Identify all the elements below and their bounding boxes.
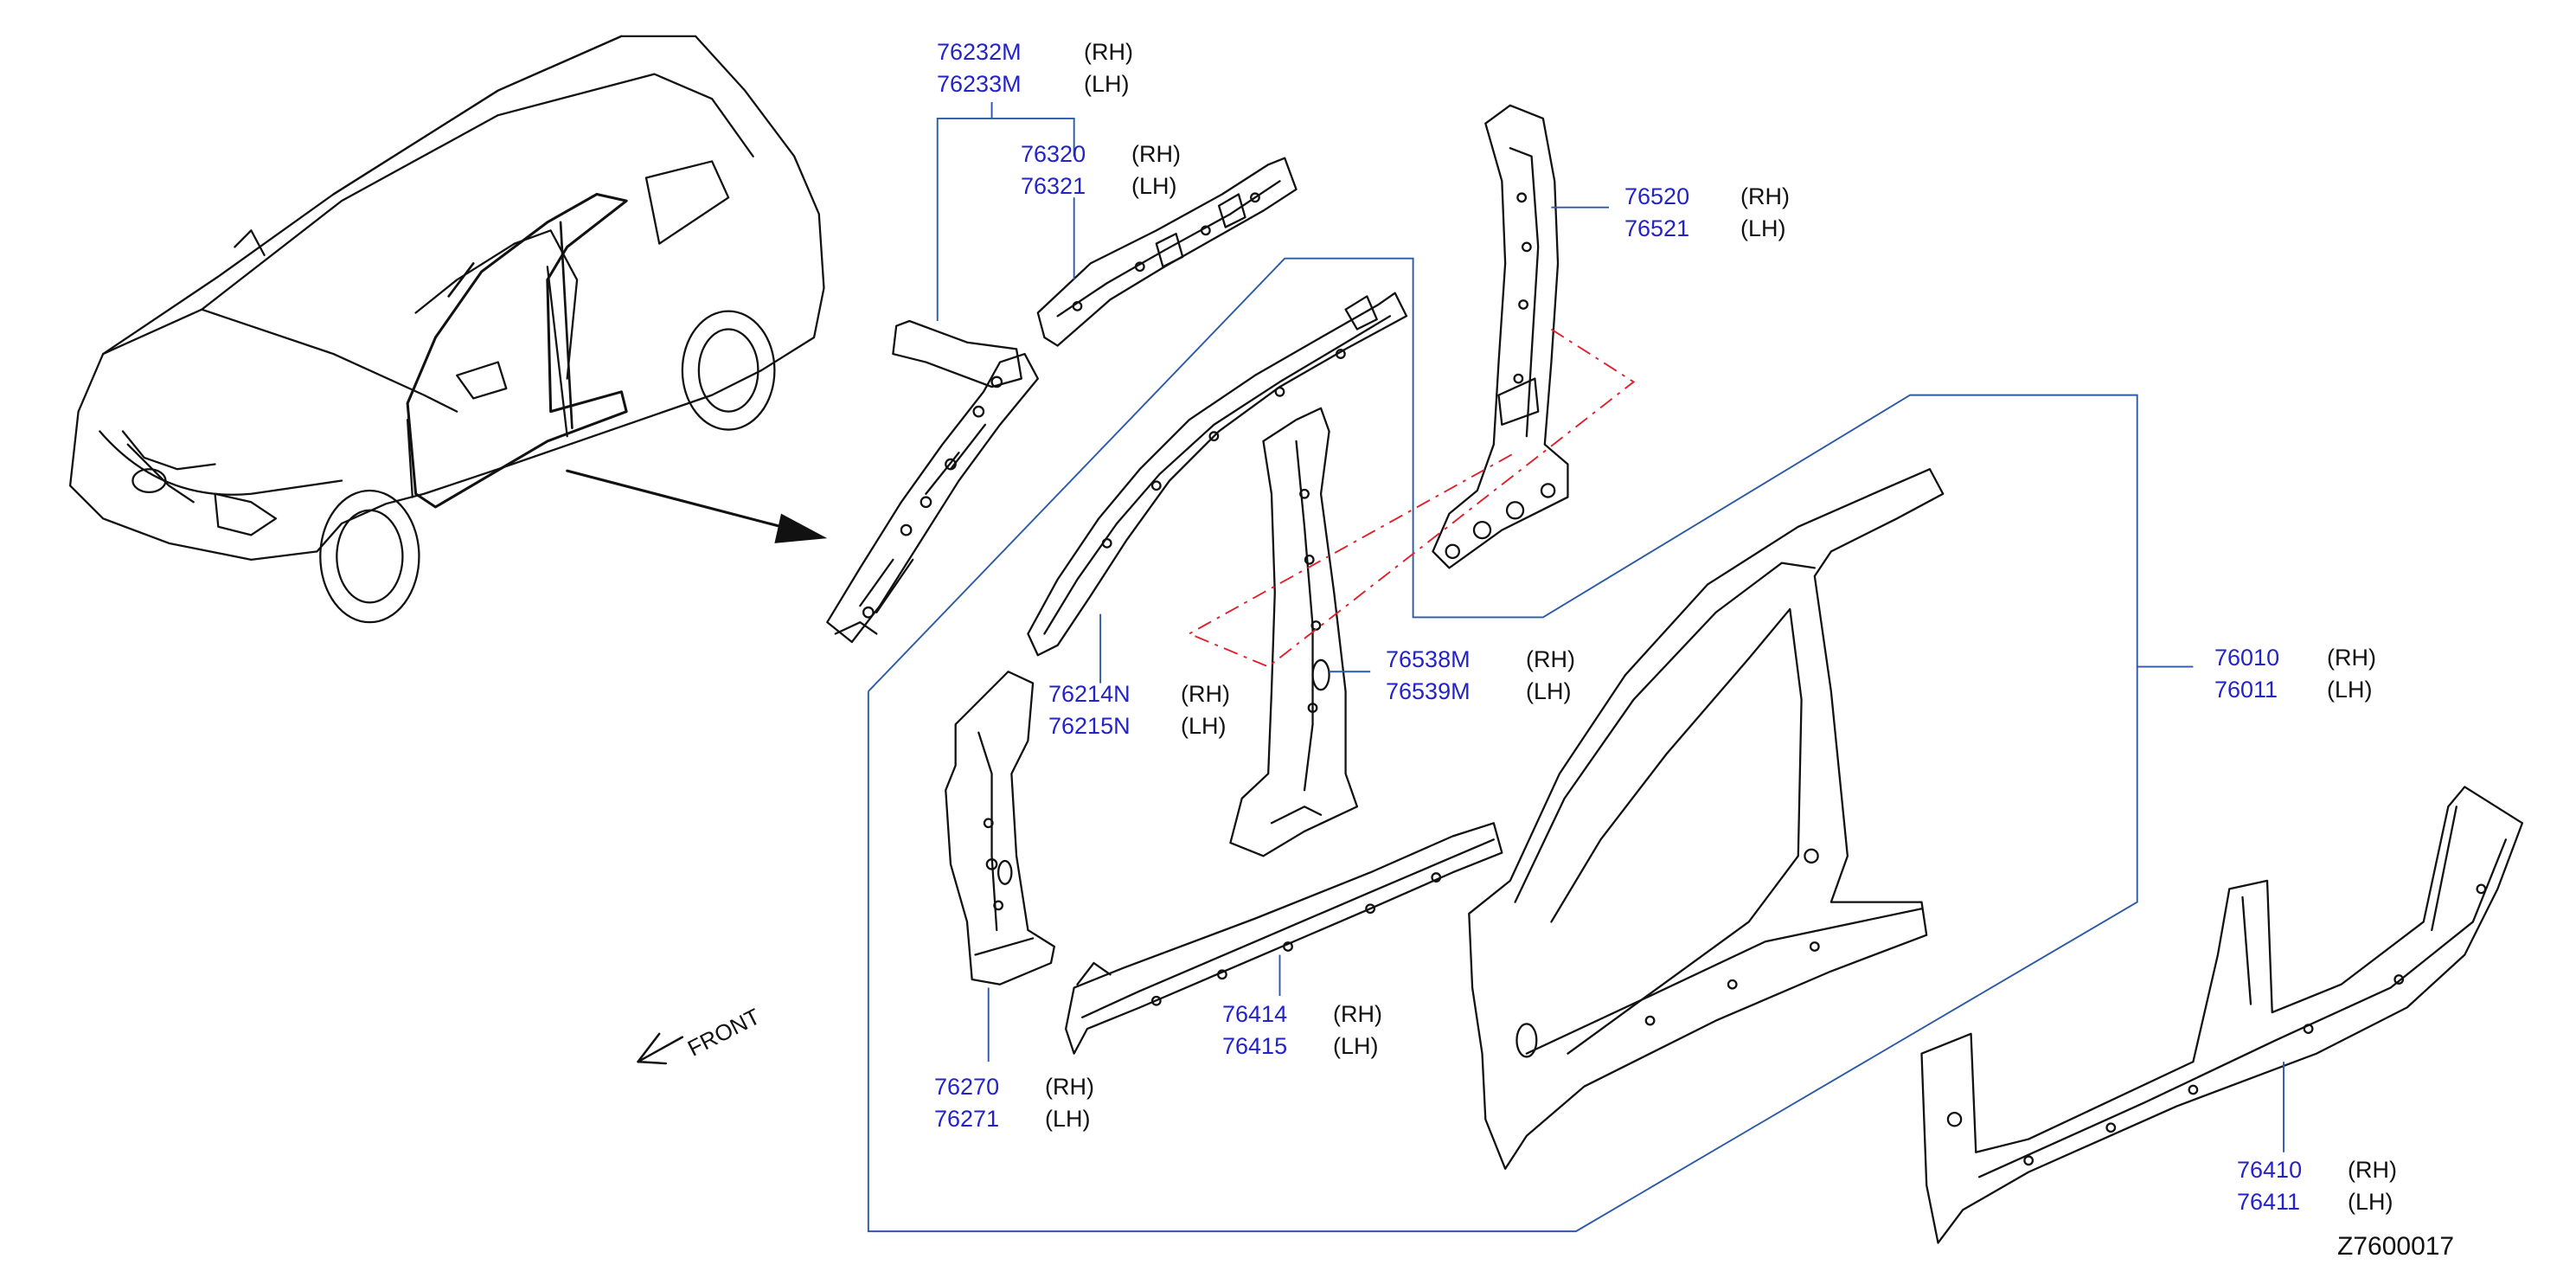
side-label: (RH) [1526,646,1575,672]
part-number[interactable]: 76214N [1048,681,1131,707]
part-sill-inner [1065,822,1503,1055]
part-number[interactable]: 76270 [934,1074,1000,1100]
part-number[interactable]: 76410 [2237,1157,2303,1183]
side-label: (LH) [1084,71,1130,97]
part-number[interactable]: 76321 [1021,173,1086,199]
part-number[interactable]: 76411 [2237,1189,2301,1215]
part-number[interactable]: 76414 [1222,1001,1288,1027]
side-label: (RH) [1045,1074,1094,1100]
side-label: (LH) [1526,678,1572,704]
part-number[interactable]: 76011 [2214,677,2278,703]
part-number[interactable]: 76521 [1624,215,1690,241]
diagram-id: Z7600017 [2337,1232,2455,1261]
direction-arrow [566,469,796,532]
side-label: (RH) [1740,183,1790,209]
callout-roof-rail-side: 76320 (RH) 76321 (LH) [1021,138,1181,202]
side-label: (LH) [1131,173,1177,199]
part-center-pillar-upper [1432,104,1569,569]
side-label: (RH) [2327,645,2376,671]
callout-front-pillar-lower: 76270 (RH) 76271 (LH) [934,1071,1094,1135]
side-label: (RH) [1333,1001,1382,1027]
side-label: (LH) [1740,215,1786,241]
part-center-pillar-reinf [1229,407,1359,857]
part-number[interactable]: 76232M [937,39,1022,65]
side-label: (LH) [1045,1106,1091,1132]
part-number[interactable]: 76010 [2214,645,2280,671]
direction-arrowhead [774,513,828,543]
vehicle-overview-illustration [68,35,825,624]
part-number[interactable]: 76215N [1048,713,1131,739]
part-number[interactable]: 76233M [937,71,1022,97]
leader-lines [867,101,2285,1233]
side-label: (LH) [1333,1033,1379,1059]
part-number[interactable]: 76271 [934,1106,1000,1132]
part-number[interactable]: 76415 [1222,1033,1288,1059]
part-number[interactable]: 76538M [1386,646,1471,672]
part-roof-side-rail [1036,157,1298,347]
callout-center-pillar-reinf: 76538M (RH) 76539M (LH) [1386,644,1575,708]
callout-front-pillar-reinf: 76214N (RH) 76215N (LH) [1048,678,1230,742]
callout-sill-outer: 76410 (RH) 76411 (LH) [2237,1154,2397,1218]
part-sill-outer [1920,786,2524,1244]
part-number[interactable]: 76539M [1386,678,1471,704]
callout-body-side-outer: 76010 (RH) 76011 (LH) [2214,642,2376,706]
callout-center-pillar-upper: 76520 (RH) 76521 (LH) [1624,181,1790,245]
part-front-pillar-lower [945,671,1055,985]
callout-roof-rail-front: 76232M (RH) 76233M (LH) [937,36,1133,100]
side-label: (RH) [2348,1157,2397,1183]
side-label: (LH) [2348,1189,2393,1215]
part-front-roof-rail [826,319,1039,644]
callout-sill-inner: 76414 (RH) 76415 (LH) [1222,998,1382,1063]
side-label: (RH) [1084,39,1133,65]
part-front-pillar-reinf [1027,292,1408,657]
side-label: (RH) [1181,681,1230,707]
front-arrow-icon [637,1032,684,1065]
alignment-dashes [1187,328,1636,668]
part-number[interactable]: 76520 [1624,183,1690,209]
side-label: (RH) [1131,141,1181,167]
part-body-side-outer [1468,468,1945,1170]
side-label: (LH) [1181,713,1227,739]
part-number[interactable]: 76320 [1021,141,1086,167]
side-label: (LH) [2327,677,2373,703]
